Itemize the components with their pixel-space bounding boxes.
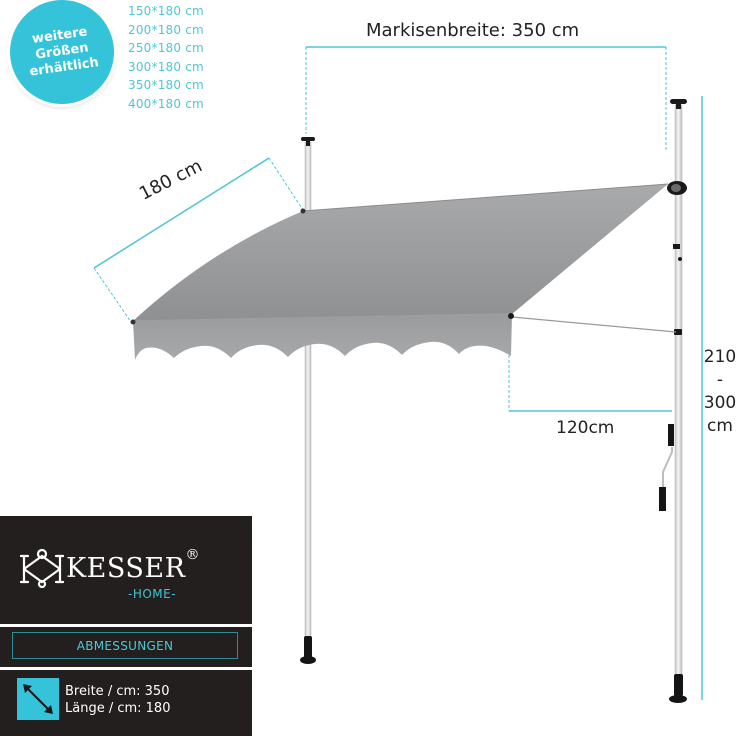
brand-text: KESSER <box>66 552 186 584</box>
depth-dimension-line <box>93 157 304 323</box>
dimensions-text: Breite / cm: 350 Länge / cm: 180 <box>65 683 170 717</box>
awning-canopy <box>133 184 668 321</box>
width-dimension: Breite / cm: 350 <box>65 684 170 699</box>
arm-length-label: 120cm <box>556 418 615 438</box>
divider <box>0 667 252 670</box>
size-item: 200*180 cm <box>128 22 204 37</box>
brand-panel <box>0 516 252 624</box>
height-label-line: 210 <box>703 347 736 367</box>
kesser-monogram-icon <box>20 548 64 588</box>
divider <box>0 624 252 627</box>
size-item: 300*180 cm <box>128 59 204 74</box>
length-dimension: Länge / cm: 180 <box>65 701 171 716</box>
brand-subtitle: -HOME- <box>128 587 177 601</box>
section-title-panel <box>0 627 252 667</box>
height-label-line: cm <box>707 416 733 436</box>
height-label-line: - <box>716 370 724 390</box>
left-pole <box>300 137 316 664</box>
registered-mark: ® <box>185 546 200 563</box>
section-title: ABMESSUNGEN <box>12 632 238 659</box>
height-label: 210 - 300 cm <box>702 346 736 438</box>
size-item: 150*180 cm <box>128 4 204 18</box>
width-label: Markisenbreite: 350 cm <box>366 20 580 41</box>
arm-dimension-line <box>508 320 672 412</box>
awning-arm <box>511 316 677 333</box>
size-item: 250*180 cm <box>128 41 204 55</box>
diagonal-arrow-icon <box>17 678 59 720</box>
brand-logo: KESSER® <box>20 547 200 588</box>
right-pole <box>659 99 687 703</box>
awning-valance <box>133 314 512 360</box>
brand-name: KESSER® <box>66 547 200 584</box>
height-label-line: 300 <box>703 393 736 413</box>
size-list: 150*180 cm 200*180 cm 250*180 cm 300*180… <box>128 2 204 113</box>
size-item: 350*180 cm <box>128 78 204 92</box>
width-dimension-line <box>305 46 667 150</box>
size-item: 400*180 cm <box>128 96 204 111</box>
